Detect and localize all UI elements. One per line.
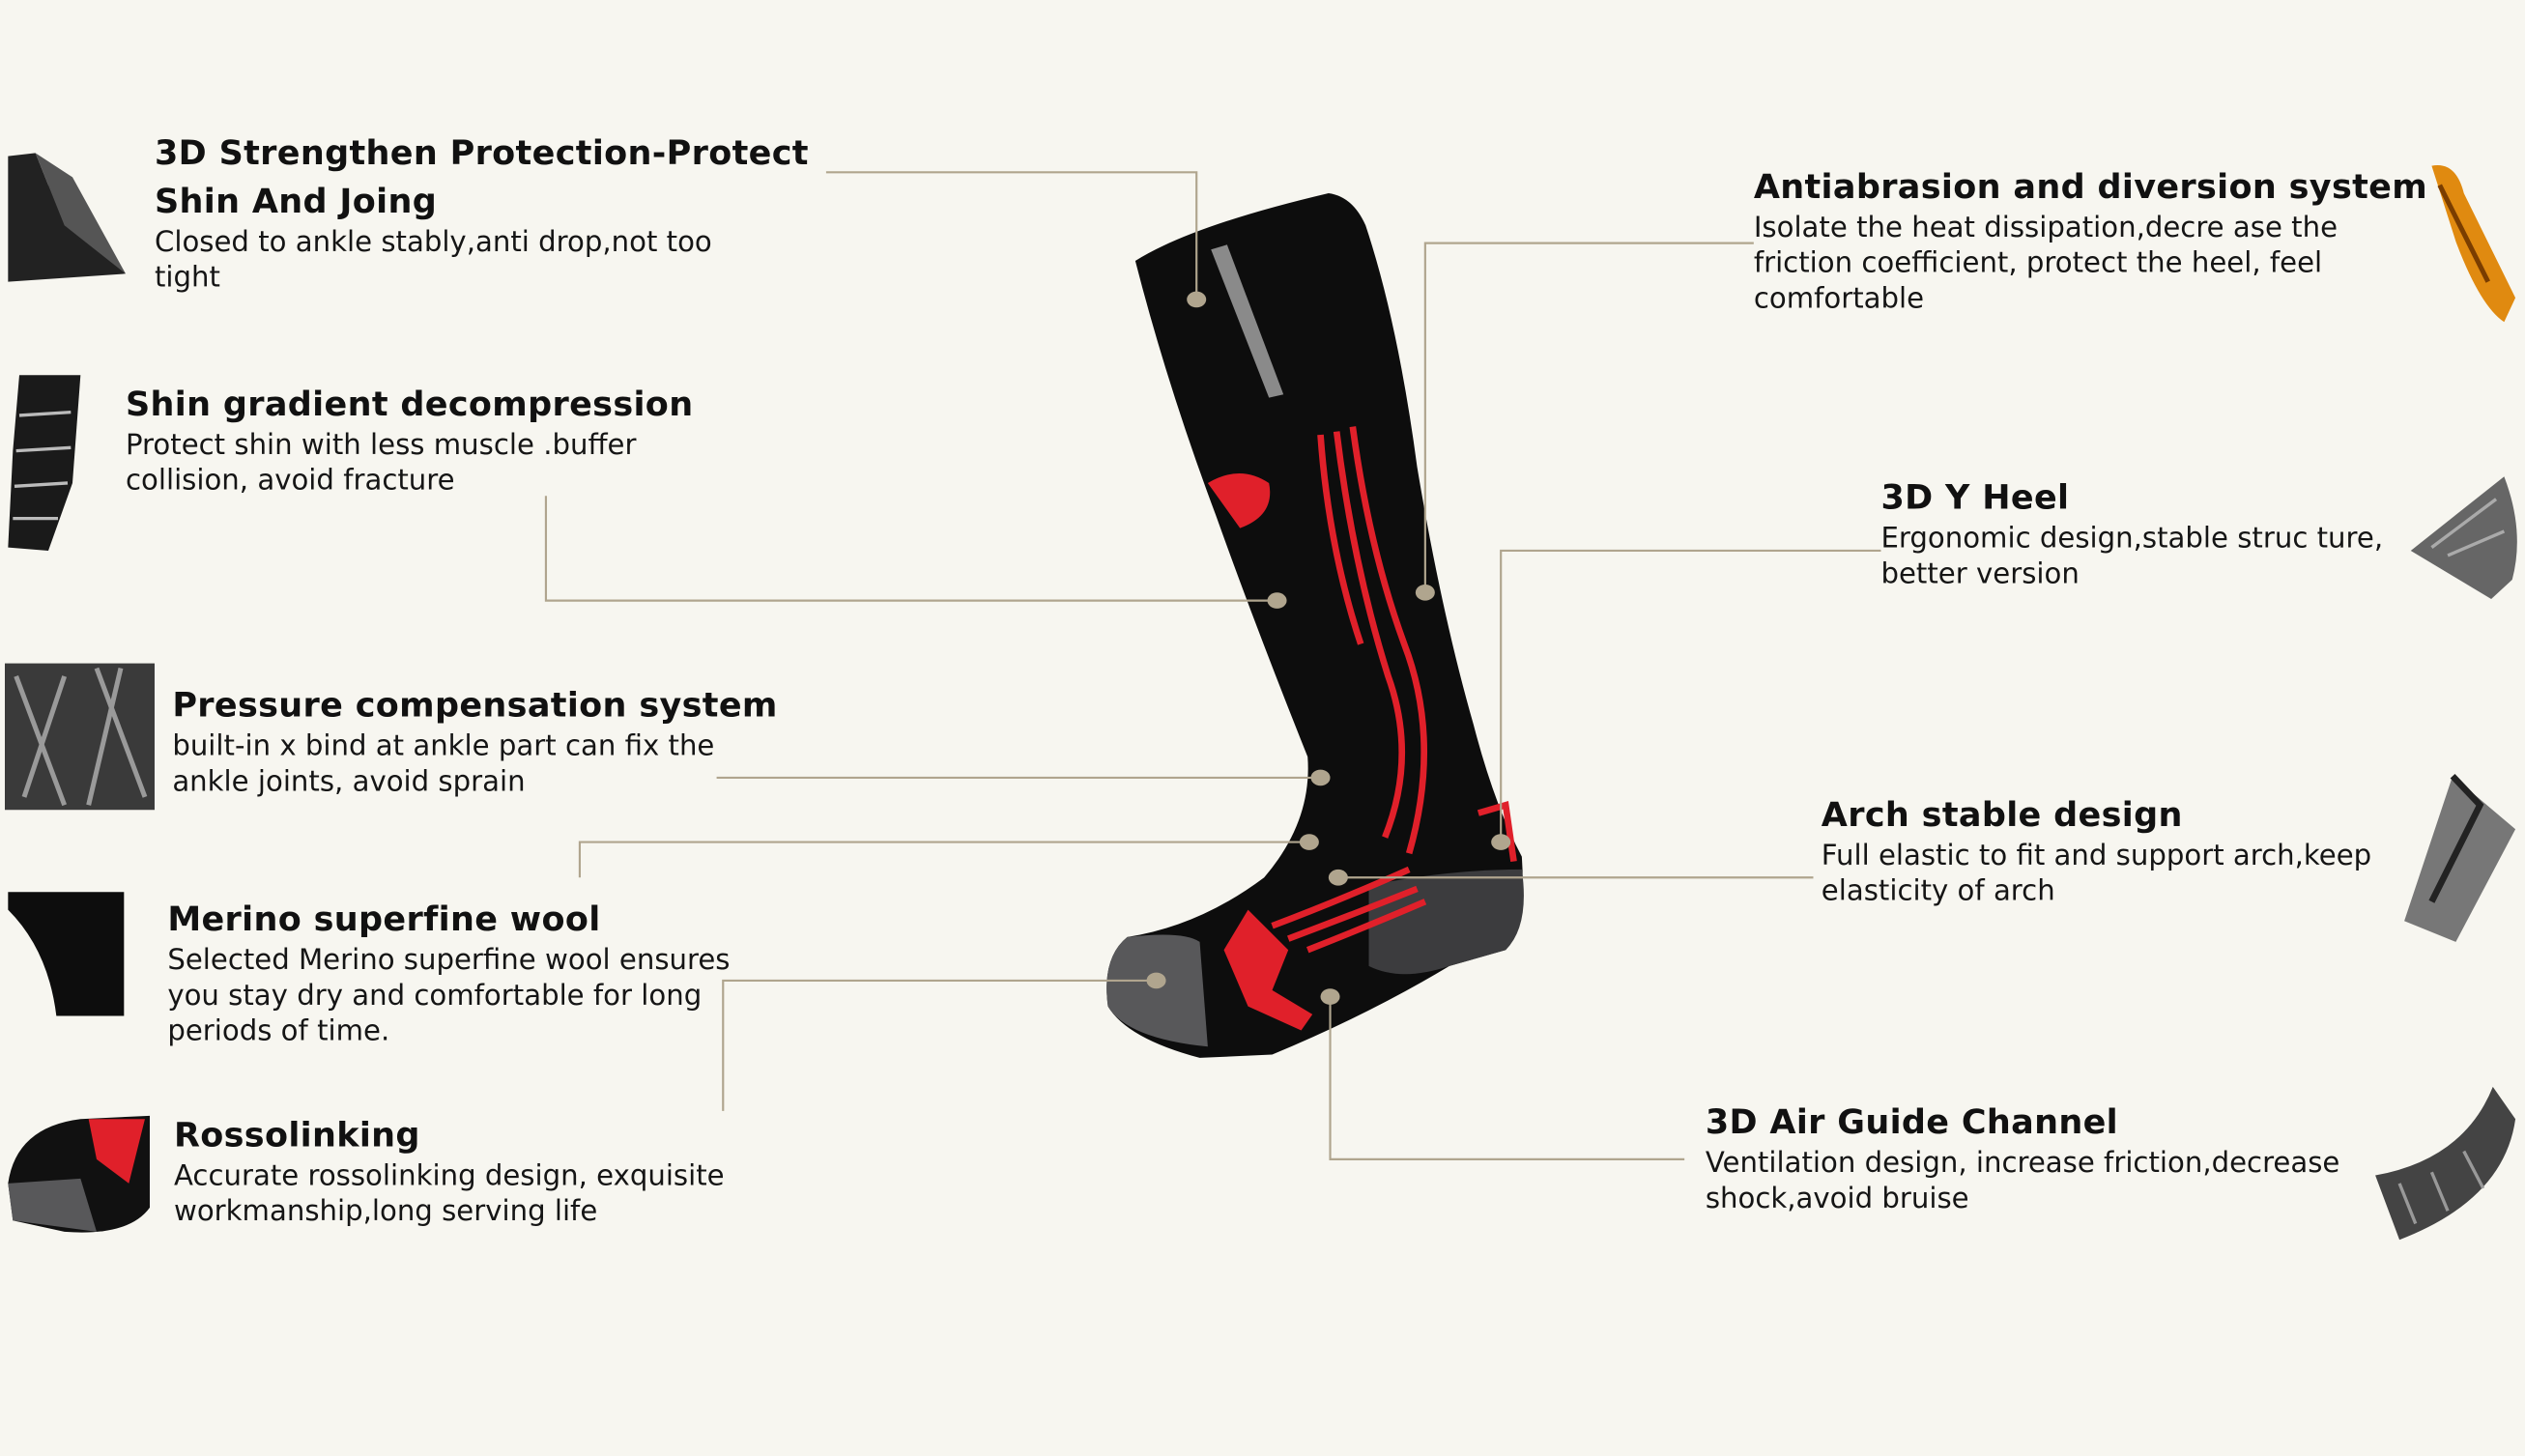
feature-desc: Accurate rossolinking design, exquisite … [173, 1160, 725, 1229]
feature-title: 3D Y Heel [1880, 477, 2070, 517]
feature-title: Rossolinking [173, 1115, 420, 1155]
feature-desc: Full elastic to fit and support arch,kee… [1821, 840, 2372, 908]
sock-graphic [1106, 192, 1524, 1058]
feature-title: Arch stable design [1821, 795, 2183, 835]
feature-shin-protection: 3D Strengthen Protection-Protect Shin An… [155, 128, 831, 296]
feature-desc: Selected Merino superfine wool ensures y… [167, 945, 731, 1048]
heat-strip-icon [2431, 164, 2516, 323]
feature-title: Pressure compensation system [172, 685, 778, 725]
air-channel-icon [2375, 1086, 2516, 1241]
feature-title: 3D Strengthen Protection-Protect Shin An… [154, 133, 809, 221]
feature-pressure-compensation: Pressure compensation system built-in x … [172, 681, 784, 800]
feature-desc: Isolate the heat dissipation,decre ase t… [1753, 212, 2338, 316]
feature-title: Merino superfine wool [167, 899, 601, 939]
callout-dots [1146, 291, 1511, 1005]
feature-shin-gradient: Shin gradient decompression Protect shin… [126, 380, 705, 499]
feature-desc: Protect shin with less muscle .buffer co… [125, 429, 637, 498]
toe-seam-icon [8, 1115, 150, 1233]
x-bind-icon [4, 663, 155, 811]
shin-guard-icon [8, 153, 126, 282]
arch-band-icon [2404, 773, 2516, 942]
feature-title: Shin gradient decompression [125, 385, 694, 424]
feature-title: 3D Air Guide Channel [1705, 1102, 2118, 1142]
feature-desc: built-in x bind at ankle part can fix th… [172, 730, 715, 799]
y-heel-icon [2410, 476, 2517, 599]
feature-desc: Ventilation design, increase friction,de… [1705, 1148, 2340, 1216]
feature-merino-wool: Merino superfine wool Selected Merino su… [167, 896, 747, 1050]
feature-desc: Ergonomic design,stable struc ture, bett… [1880, 523, 2384, 591]
feature-rossolinking: Rossolinking Accurate rossolinking desig… [174, 1111, 754, 1230]
feature-air-guide: 3D Air Guide Channel Ventilation design,… [1706, 1099, 2366, 1217]
feature-y-heel: 3D Y Heel Ergonomic design,stable struc … [1880, 473, 2412, 592]
leader-lines [544, 171, 1881, 1160]
wool-swatch-icon [8, 892, 125, 1016]
feature-arch-stable: Arch stable design Full elastic to fit a… [1822, 790, 2401, 909]
feature-title: Antiabrasion and diversion system [1753, 167, 2428, 207]
feature-desc: Closed to ankle stably,anti drop,not too… [154, 226, 712, 295]
gradient-panel-icon [8, 375, 81, 551]
feature-antiabrasion: Antiabrasion and diversion system Isolat… [1754, 162, 2430, 317]
